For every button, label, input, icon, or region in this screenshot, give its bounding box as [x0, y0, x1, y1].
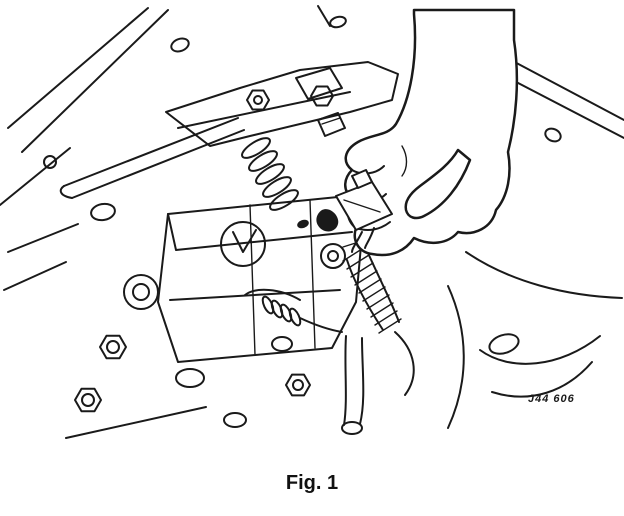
casing-edge-top-left: [0, 7, 190, 206]
hex-bolt: [310, 85, 334, 107]
technical-line-drawing: J44 606: [0, 5, 624, 439]
metal-tab: [317, 112, 346, 137]
coil-spring: [241, 137, 299, 211]
ink-layer: J44 606: [0, 5, 624, 439]
hand: [344, 8, 519, 257]
hex-bolt: [246, 89, 270, 111]
lever-arm: [59, 117, 245, 199]
hex-bolt: [99, 334, 127, 360]
clip-spring: [244, 288, 343, 333]
bolts-left: [3, 202, 311, 439]
figure-caption: Fig. 1: [285, 472, 339, 494]
wire-harness: [341, 239, 415, 435]
drawing-reference-label: J44 606: [528, 393, 575, 405]
solenoid-connector: [297, 169, 393, 253]
hex-bolt: [285, 373, 311, 397]
hex-bolt: [74, 387, 102, 413]
casing-edge-top: [317, 5, 347, 29]
mounting-plate: [165, 61, 399, 147]
background-curves-bottom-right: [447, 251, 623, 429]
figure-illustration: J44 606: [0, 5, 624, 439]
thumb: [404, 148, 472, 220]
